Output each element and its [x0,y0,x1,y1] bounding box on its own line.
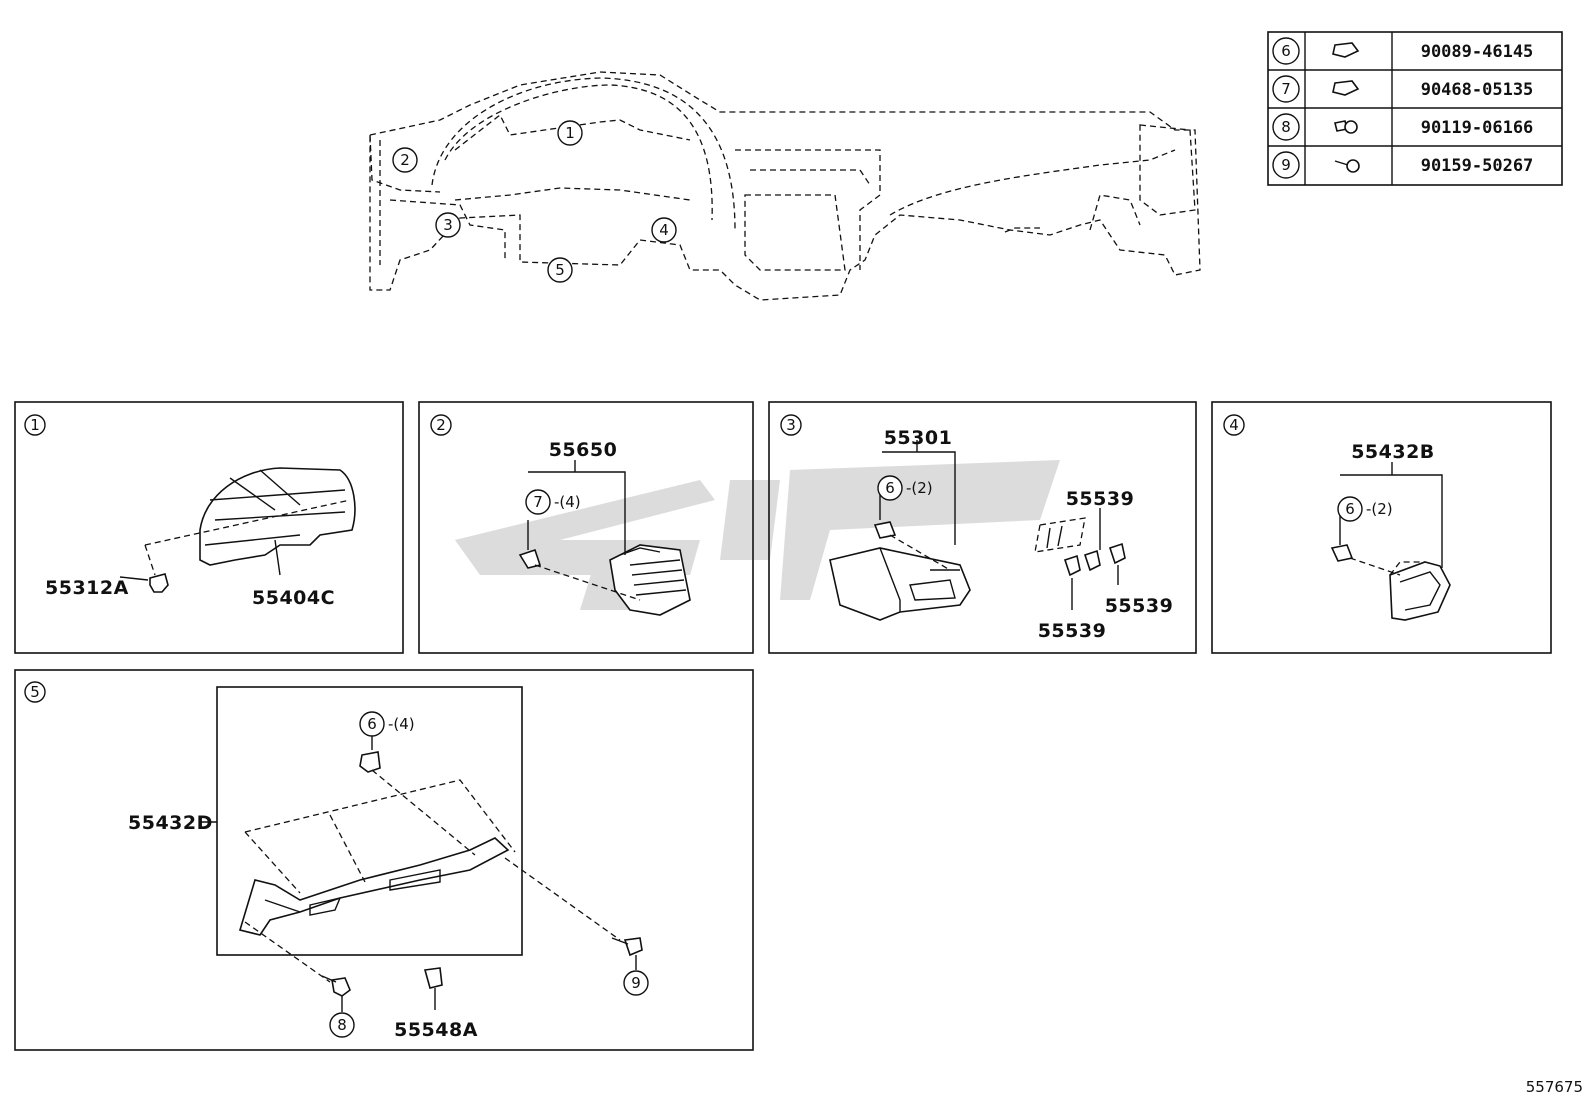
bolt-icon [1334,120,1358,134]
table-ref-6-label: 6 [1281,42,1291,60]
part-number-55650: 55650 [549,439,618,461]
panel-5-fastener-qty: -(4) [388,715,415,733]
meter-hood-drawing [119,467,356,593]
table-part-number-6: 90089-46145 [1421,42,1534,62]
table-part-number-9: 90159-50267 [1421,156,1534,176]
panel-4-fastener-callout-label: 6 [1345,500,1355,518]
clip-icon [1332,42,1360,58]
panel-5-callout-8-label: 8 [337,1016,347,1034]
panel-3-badge: 3 [780,414,802,436]
panel-5-callout-9-label: 9 [631,974,641,992]
part-number-55312A: 55312A [45,577,129,599]
table-ref-8: 8 [1272,113,1300,141]
overview-callout-3: 3 [435,212,461,238]
panel-3-fastener-callout-label: 6 [885,479,895,497]
overview-callout-5-label: 5 [555,261,565,279]
table-part-number-8: 90119-06166 [1421,118,1534,138]
overview-callout-2-label: 2 [400,151,410,169]
panel-5-badge-label: 5 [30,683,40,701]
panel-4-badge-label: 4 [1229,416,1239,434]
vent-register-drawing [518,460,691,616]
overview-callout-4: 4 [651,217,677,243]
overview-callout-1: 1 [557,120,583,146]
overview-callout-2: 2 [392,147,418,173]
panel-5-badge: 5 [24,681,46,703]
table-ref-7: 7 [1272,75,1300,103]
overview-callout-1-label: 1 [565,124,575,142]
panel-3-fastener-qty: -(2) [906,479,933,497]
panel-5-fastener-callout: 6 [359,711,385,737]
screw-icon [1334,159,1360,173]
table-ref-7-label: 7 [1281,80,1291,98]
part-number-55548A: 55548A [394,1019,478,1041]
panel-4-frame [1211,401,1552,654]
panel-5-callout-9: 9 [623,970,649,996]
part-number-55539-bottom: 55539 [1038,620,1107,642]
panel-2-frame [418,401,754,654]
part-number-55301: 55301 [884,427,953,449]
panel-5-frame [14,669,754,1051]
panel-2-fastener-callout-label: 7 [533,493,543,511]
panel-5-inner-frame [216,686,523,956]
panel-3-fastener-callout: 6 [877,475,903,501]
panel-5-fastener-callout-label: 6 [367,715,377,733]
overview-callout-4-label: 4 [659,221,669,239]
table-ref-9: 9 [1272,151,1300,179]
panel-1-badge-label: 1 [30,416,40,434]
panel-1-frame [14,401,404,654]
panel-4-fastener-callout: 6 [1337,496,1363,522]
panel-2-badge-label: 2 [436,416,446,434]
panel-2-badge: 2 [430,414,452,436]
clip-icon [1332,80,1360,96]
part-number-55432D: 55432D [128,812,213,834]
table-ref-9-label: 9 [1281,156,1291,174]
dashboard-overview [369,71,1201,301]
panel-3-badge-label: 3 [786,416,796,434]
panel-3-frame [768,401,1197,654]
overview-callout-5: 5 [547,257,573,283]
table-part-number-7: 90468-05135 [1421,80,1534,100]
panel-2-fastener-qty: -(4) [554,493,581,511]
panel-4-badge: 4 [1223,414,1245,436]
overview-callout-3-label: 3 [443,216,453,234]
fastener-table [1267,31,1563,186]
panel-2-fastener-callout: 7 [525,489,551,515]
panel-4-fastener-qty: -(2) [1366,500,1393,518]
part-number-55539-top: 55539 [1066,488,1135,510]
panel-1-badge: 1 [24,414,46,436]
figure-number: 557675 [1526,1078,1583,1096]
center-cluster-drawing [829,440,1126,621]
panel-5-callout-8: 8 [329,1012,355,1038]
lower-panel-drawing [200,730,643,1012]
part-number-55404C: 55404C [252,587,335,609]
finish-panel-drawing [1330,462,1451,621]
table-ref-6: 6 [1272,37,1300,65]
part-number-55432B: 55432B [1351,441,1435,463]
part-number-55539-right: 55539 [1105,595,1174,617]
table-ref-8-label: 8 [1281,118,1291,136]
